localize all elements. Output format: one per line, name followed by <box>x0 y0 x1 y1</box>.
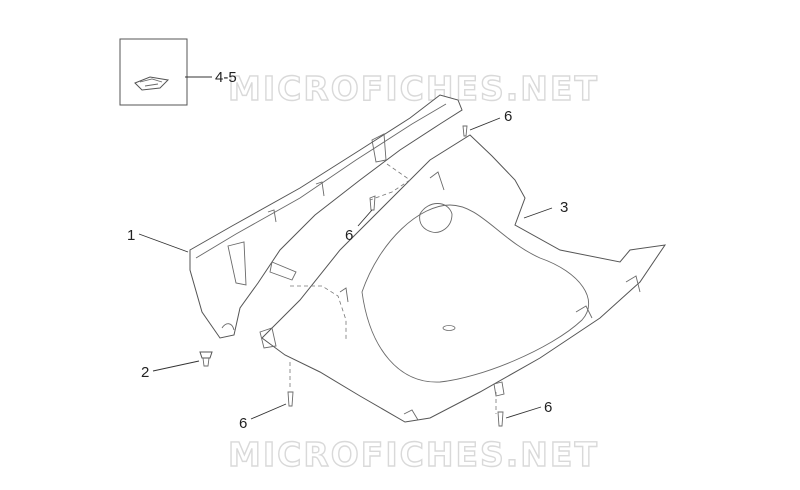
clip-inset-box <box>119 38 188 106</box>
callout-6-mid: 6 <box>345 227 353 244</box>
callout-4-5: 4-5 <box>215 69 237 86</box>
screw-part-6-mid <box>369 195 376 211</box>
screw-part-6-bottom-right <box>497 411 504 427</box>
callout-2: 2 <box>141 364 149 381</box>
watermark-top: MICROFICHES.NET <box>228 69 599 108</box>
callout-6-bottom-left: 6 <box>239 415 247 432</box>
screw-part-6-bottom-left <box>287 391 294 407</box>
under-cover-part-3 <box>259 134 667 423</box>
screw-part-6-top <box>462 125 468 137</box>
callout-1: 1 <box>127 227 135 244</box>
side-panel-part-1 <box>189 94 463 339</box>
callout-6-bottom-right: 6 <box>544 399 552 416</box>
callout-6-top: 6 <box>504 108 512 125</box>
watermark-bottom: MICROFICHES.NET <box>228 435 599 474</box>
screw-part-2 <box>199 351 213 367</box>
callout-3: 3 <box>560 199 568 216</box>
